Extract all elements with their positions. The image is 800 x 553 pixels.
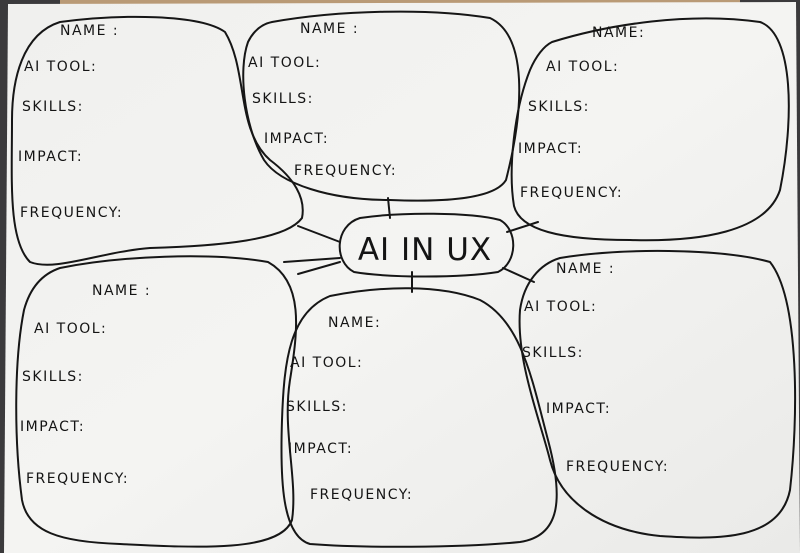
bubble-6-impact-label: IMPACT: <box>546 401 612 417</box>
center-title: AI IN UX <box>357 232 493 268</box>
bubble-1-frequency-label: FREQUENCY: <box>20 205 124 221</box>
bubble-4-skills-label: SKILLS: <box>22 369 84 385</box>
bubble-2-frequency-label: FREQUENCY: <box>294 163 398 179</box>
bubble-4-impact-label: IMPACT: <box>20 419 86 435</box>
connector-line <box>502 267 535 283</box>
bubble-5-skills-label: SKILLS: <box>286 399 348 415</box>
bubble-2-impact-label: IMPACT: <box>264 131 330 147</box>
bubble-5-name-label: NAME: <box>328 315 382 331</box>
bubble-outline <box>280 287 558 548</box>
bubble-2-name-label: NAME : <box>300 21 360 37</box>
bubble-outline <box>518 249 797 539</box>
bubble-3-frequency-label: FREQUENCY: <box>520 185 624 201</box>
bubble-1-name-label: NAME : <box>60 23 120 39</box>
bubble-4-name-label: NAME : <box>92 283 152 299</box>
bubble-1-impact-label: IMPACT: <box>18 149 84 165</box>
bubble-3-name-label: NAME: <box>592 25 646 41</box>
paper-surface <box>4 2 800 553</box>
bubble-6-skills-label: SKILLS: <box>522 345 584 361</box>
bubble-outline <box>242 10 521 202</box>
bubble-3-impact-label: IMPACT: <box>518 141 584 157</box>
bubble-4-frequency-label: FREQUENCY: <box>26 471 130 487</box>
bubble-2-ai-tool-label: AI TOOL: <box>248 55 322 71</box>
bubble-5-impact-label: IMPACT: <box>288 441 354 457</box>
bubble-1-ai-tool-label: AI TOOL: <box>24 59 98 75</box>
bubble-5-frequency-label: FREQUENCY: <box>310 487 414 503</box>
bubble-outline <box>510 17 790 242</box>
center-bubble <box>338 212 515 278</box>
connector-line <box>506 221 539 233</box>
bubble-6-frequency-label: FREQUENCY: <box>566 459 670 475</box>
connector-line <box>283 257 341 263</box>
bubble-outline <box>10 15 304 266</box>
bubble-1-skills-label: SKILLS: <box>22 99 84 115</box>
bubble-4-ai-tool-label: AI TOOL: <box>34 321 108 337</box>
bubble-5-ai-tool-label: AI TOOL: <box>290 355 364 371</box>
bubble-6-name-label: NAME : <box>556 261 616 277</box>
bubble-3-ai-tool-label: AI TOOL: <box>546 59 620 75</box>
bubble-outline <box>15 255 298 548</box>
connector-line <box>297 261 341 275</box>
bubble-6-ai-tool-label: AI TOOL: <box>524 299 598 315</box>
bubble-2-skills-label: SKILLS: <box>252 91 314 107</box>
bubble-3-skills-label: SKILLS: <box>528 99 590 115</box>
connector-line <box>297 225 341 243</box>
